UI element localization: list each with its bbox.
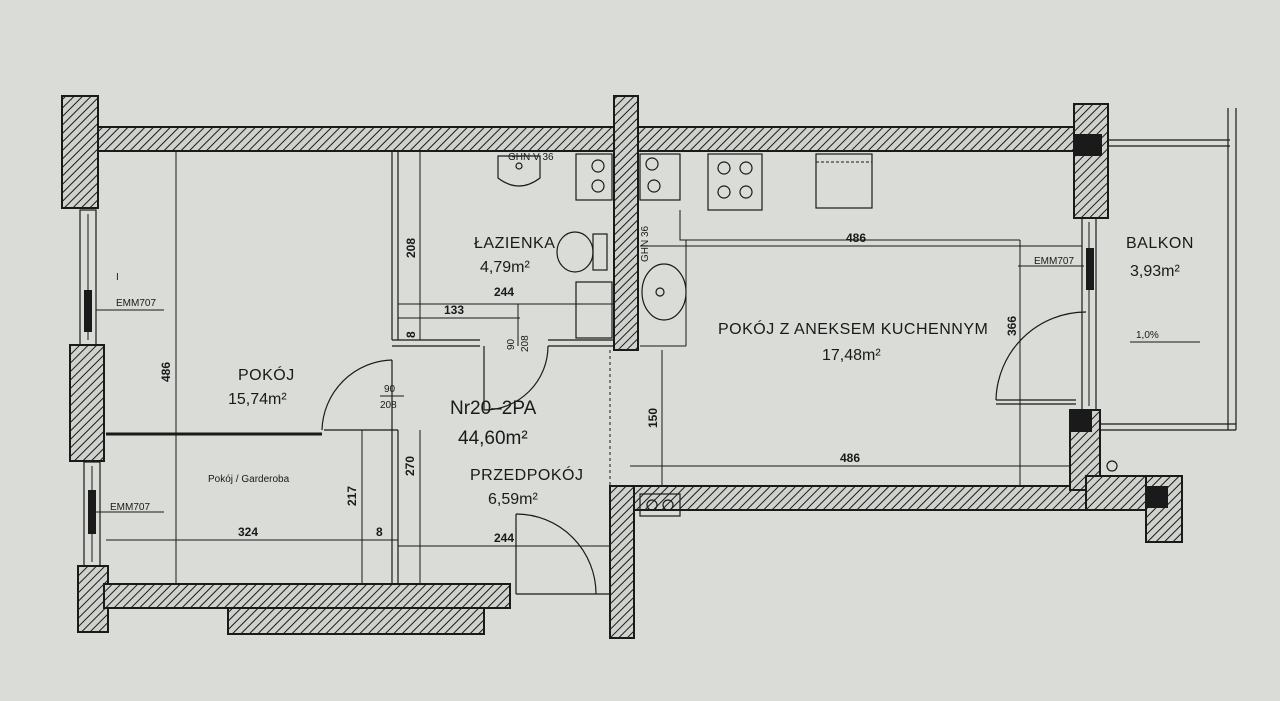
room-name-pokoj: POKÓJ (238, 365, 295, 384)
annotations: GHN V 36 GHN 36 EMM707 EMM707 EMM707 I (96, 152, 1084, 513)
vent-bath-label: GHN V 36 (508, 152, 554, 163)
window-label-right: EMM707 (1034, 256, 1074, 267)
washing-machine (575, 281, 613, 339)
apartment-area: 44,60m² (458, 428, 528, 449)
partitions (106, 151, 614, 584)
room-name-przedpokoj: PRZEDPOKÓJ (470, 465, 583, 484)
fridge (815, 153, 873, 209)
room-area-przedpokoj: 6,59m² (488, 491, 538, 508)
wall-bottom-ledge (227, 607, 485, 635)
window-label-left-top: EMM707 (116, 298, 156, 309)
vent-kitchen-label: GHN 36 (640, 225, 651, 262)
door-room-width: 90 (384, 384, 396, 395)
dim-486-bottom: 486 (840, 451, 860, 465)
bathroom-sink (497, 155, 541, 187)
dim-270: 270 (403, 456, 417, 476)
room-name-balkon: BALKON (1126, 235, 1194, 252)
stove (707, 153, 763, 211)
wall-top-left (95, 126, 617, 152)
wall-top-right (637, 126, 1079, 152)
door-bath-width: 90 (506, 338, 517, 350)
column-black (1070, 410, 1092, 432)
toilet (556, 231, 608, 273)
apartment-id: Nr20–2PA (450, 398, 537, 419)
dim-244-top: 244 (494, 285, 514, 299)
dim-324: 324 (238, 525, 258, 539)
dim-208: 208 (404, 238, 418, 258)
dimension-labels: 486 208 244 133 8 90 208 90 208 217 270 … (159, 231, 1019, 545)
kitchen-sink (641, 263, 687, 321)
room-area-lazienka: 4,79m² (480, 259, 530, 276)
door-room-height: 208 (380, 400, 397, 411)
dim-486-top: 486 (846, 231, 866, 245)
dim-366: 366 (1005, 316, 1019, 336)
wall-left-mid (69, 344, 105, 462)
dim-8-a: 8 (404, 331, 418, 338)
room-area-pokoj: 15,74m² (228, 391, 287, 408)
bath-shaft (575, 153, 613, 201)
doors (321, 311, 1087, 595)
room-name-lazienka: ŁAZIENKA (474, 235, 555, 252)
wall-central-column (613, 95, 639, 351)
meter-box (639, 493, 681, 517)
wall-bottom (103, 583, 511, 609)
windows (79, 108, 1237, 567)
wall-right-column (1073, 103, 1109, 219)
room-area-balkon: 3,93m² (1130, 263, 1180, 280)
dimension-lines (106, 151, 1200, 608)
column-black (1074, 134, 1102, 156)
room-name-garderoba: Pokój / Garderoba (208, 474, 290, 485)
dim-150: 150 (646, 408, 660, 428)
window-label-left-bottom: EMM707 (110, 502, 150, 513)
dim-133: 133 (444, 303, 464, 317)
dim-8-b: 8 (376, 525, 383, 539)
dim-217: 217 (345, 486, 359, 506)
door-bath-height: 208 (520, 335, 531, 352)
column-black (1146, 486, 1168, 508)
kitchen-shaft (639, 153, 681, 201)
walls (61, 95, 1183, 639)
fixtures (497, 153, 1020, 517)
wall-bottom-right (633, 485, 1091, 511)
room-name-aneks: POKÓJ Z ANEKSEM KUCHENNYM (718, 319, 988, 338)
wall-entrance-column (609, 485, 635, 639)
marker-i: I (116, 272, 119, 283)
dim-486-left: 486 (159, 362, 173, 382)
balcony-slope: 1,0% (1136, 330, 1159, 341)
wall-balcony-post (1145, 475, 1183, 543)
room-area-aneks: 17,48m² (822, 347, 881, 364)
wall-left-top-stub (61, 95, 99, 209)
dim-244-bottom: 244 (494, 531, 514, 545)
room-labels: POKÓJ 15,74m² Pokój / Garderoba ŁAZIENKA… (208, 235, 1194, 508)
